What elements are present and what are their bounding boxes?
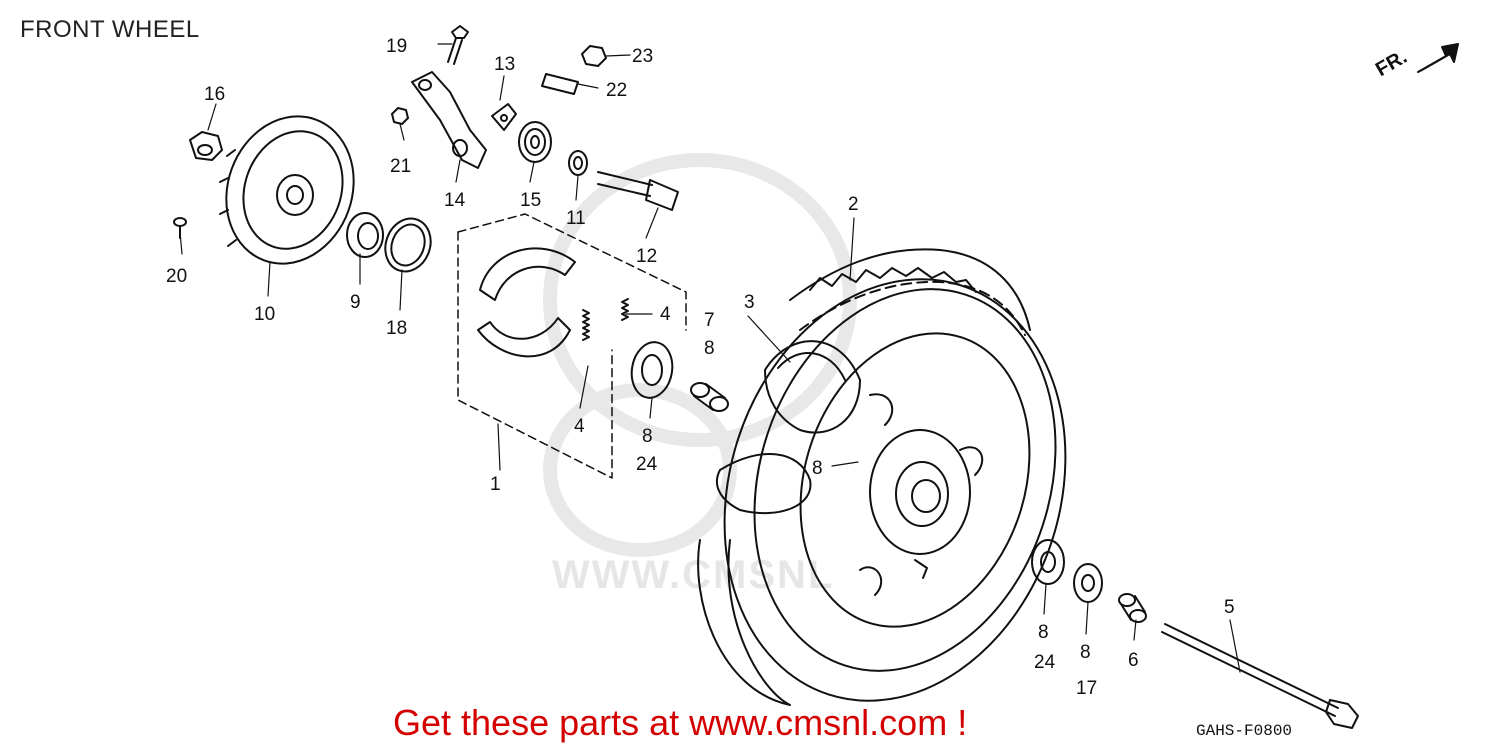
diagram-code: GAHS-F0800 (1196, 722, 1293, 740)
callout-4-upper: 4 (660, 304, 671, 325)
callout-9: 9 (350, 292, 361, 313)
joint-pin (541, 73, 579, 95)
callout-13: 13 (494, 54, 515, 75)
front-direction-arrow (1417, 43, 1459, 73)
callout-19: 19 (386, 36, 407, 57)
callout-14: 14 (444, 190, 466, 211)
brake-panel (219, 115, 355, 265)
callout-8-rim: 8 (812, 458, 823, 479)
dust-seal (346, 212, 384, 258)
o-ring (384, 217, 432, 273)
callout-1: 1 (490, 474, 501, 495)
callout-11: 11 (566, 208, 586, 229)
adjusting-bolt (447, 25, 469, 65)
side-collar (1118, 593, 1147, 623)
watermark-text: WWW.CMSNL (552, 553, 835, 597)
callout-8-right-bearing: 8 (1038, 622, 1049, 643)
wheel-bearing-left (630, 341, 674, 399)
callout-23: 23 (632, 46, 653, 67)
callout-numbers: 1 2 3 4 4 5 6 7 8 8 8 8 8 9 10 11 12 13 … (166, 36, 1235, 699)
leader-lines (179, 43, 1241, 673)
callout-24-left: 24 (636, 454, 658, 475)
adjusting-nut (391, 107, 409, 125)
front-axle (1161, 623, 1359, 729)
callout-5: 5 (1224, 597, 1235, 618)
callout-20: 20 (166, 266, 187, 287)
callout-2: 2 (848, 194, 859, 215)
callout-8-outer-bearing: 8 (1080, 642, 1091, 663)
flange-nut (189, 131, 223, 161)
callout-24-right: 24 (1034, 652, 1056, 673)
callout-22: 22 (606, 80, 627, 101)
shoe-spring (582, 298, 629, 341)
diagram-title: FRONT WHEEL (20, 16, 200, 43)
watermark-logo (543, 153, 857, 557)
callout-6: 6 (1128, 650, 1139, 671)
callout-18: 18 (386, 318, 407, 339)
callout-17: 17 (1076, 678, 1097, 699)
callout-3: 3 (744, 292, 755, 313)
inner-tube (697, 340, 861, 706)
distance-collar (690, 382, 729, 412)
callout-12: 12 (636, 246, 657, 267)
callout-8-collar: 8 (704, 338, 715, 359)
wheel-bearing-outer (1073, 563, 1103, 603)
callout-4-lower: 4 (574, 416, 585, 437)
brake-cam (597, 171, 679, 211)
brake-shoes (477, 247, 576, 358)
cam-seal (568, 150, 588, 176)
callout-10: 10 (254, 304, 275, 325)
wheel-rim (799, 332, 1031, 628)
brake-shoe-group-outline (457, 213, 687, 479)
callout-7: 7 (704, 310, 715, 331)
callout-21: 21 (390, 156, 411, 177)
indicator-plate (491, 103, 517, 131)
cap-nut (581, 45, 607, 67)
callout-8-bearing: 8 (642, 426, 653, 447)
return-spring (518, 121, 552, 163)
callout-16: 16 (204, 84, 225, 105)
brake-arm (411, 71, 487, 169)
promo-link[interactable]: Get these parts at www.cmsnl.com ! (393, 702, 968, 743)
callout-15: 15 (520, 190, 541, 211)
wheel-bearing-right (1031, 539, 1065, 585)
